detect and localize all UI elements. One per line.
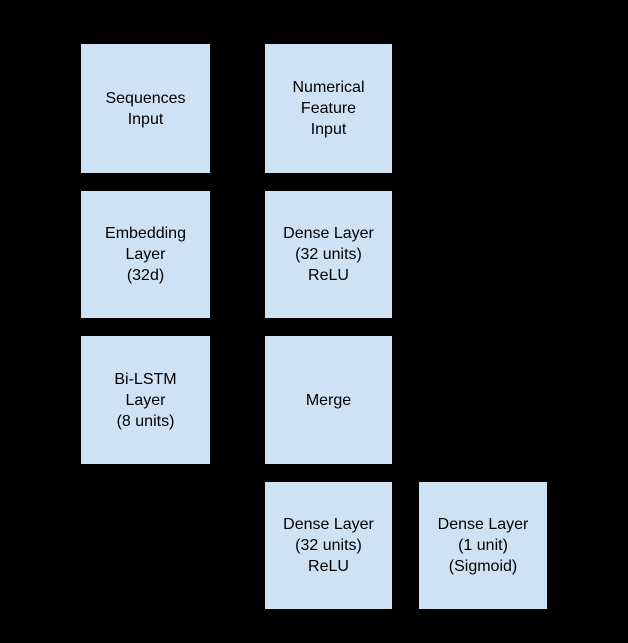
node-label-line: Numerical [292,79,365,96]
node-label-line: Dense Layer [283,516,374,533]
node-dense-layer-1-sigmoid: Dense Layer (1 unit) (Sigmoid) [419,482,547,609]
node-label-line: Feature [300,100,357,117]
node-label-line: (32 units) [295,537,362,554]
node-label-line: Input [310,121,347,138]
node-label-line: Dense Layer [437,516,529,533]
node-dense-layer-32-relu-2: Dense Layer (32 units) ReLU [265,482,392,609]
node-label-line: Embedding [105,225,186,242]
node-label-line: Layer [125,391,166,409]
node-label-line: (32d) [126,267,165,284]
node-label-line: Merge [305,391,352,409]
node-label-line: (32 units) [295,246,362,263]
node-label-line: (8 units) [116,412,175,430]
node-label-line: ReLU [308,267,349,284]
node-label-line: ReLU [308,558,349,575]
node-label-line: Sequences [105,89,186,107]
node-dense-layer-32-relu-1: Dense Layer (32 units) ReLU [265,191,392,318]
node-label-line: (Sigmoid) [448,558,518,575]
node-merge: Merge [265,336,392,464]
node-label-line: Layer [125,246,166,263]
node-label-line: Dense Layer [283,225,374,242]
node-label-line: Bi-LSTM [114,370,177,388]
node-label-line: Input [127,110,164,128]
node-bi-lstm-layer-8-units: Bi-LSTM Layer (8 units) [81,336,210,464]
node-label-line: (1 unit) [458,537,508,554]
